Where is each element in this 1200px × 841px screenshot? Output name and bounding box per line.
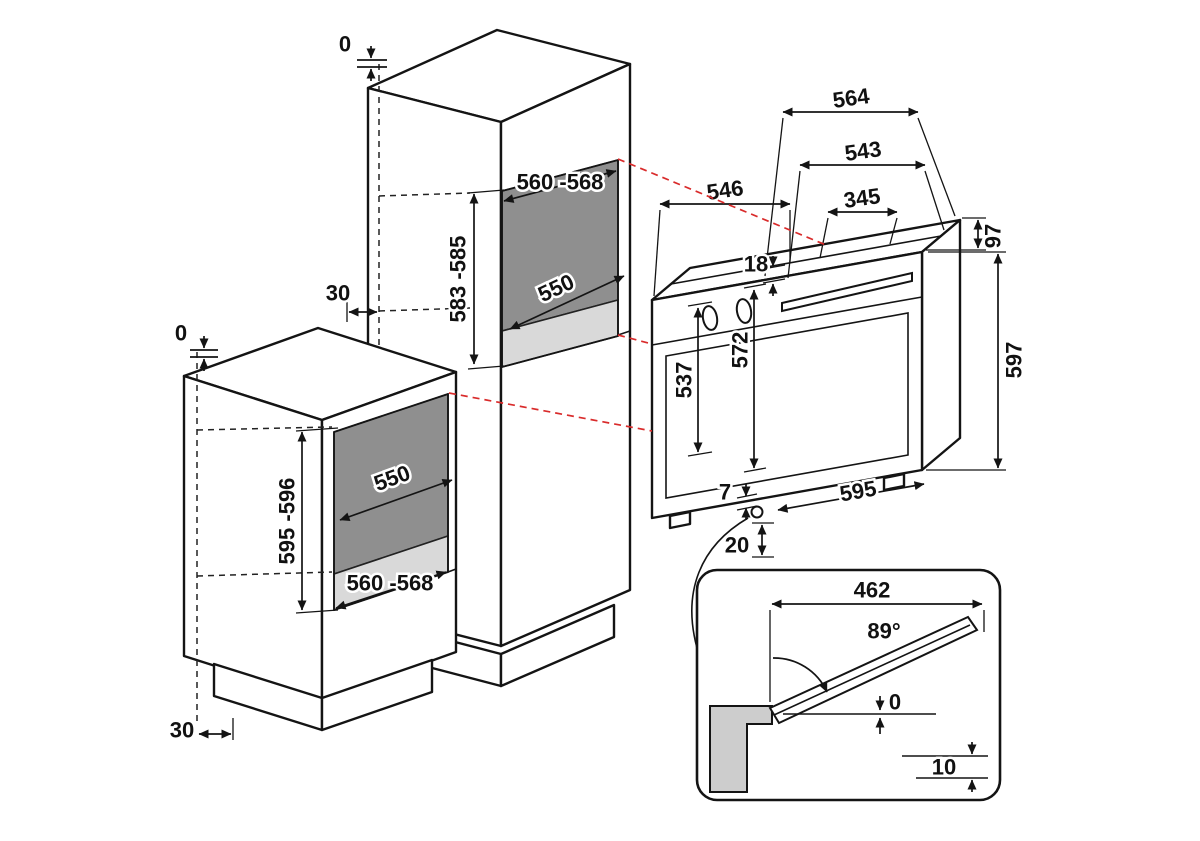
projection-lines bbox=[448, 158, 827, 432]
base-cabinet-plinth-front bbox=[320, 658, 434, 732]
oven-97-label: 97 bbox=[981, 224, 1006, 248]
dim-oven-18: 18 bbox=[741, 249, 786, 296]
dim-oven-97: 97 bbox=[926, 217, 1008, 251]
dim-base-top-offset: 0 bbox=[172, 318, 218, 371]
oven-foot-left bbox=[668, 510, 692, 530]
dim-tall-niche-height: 583 -585 bbox=[443, 189, 505, 370]
tall-niche-width-label: 560 -568 bbox=[517, 170, 604, 195]
base-niche-width-label: 560 -568 bbox=[347, 571, 434, 596]
oven-595-label: 595 bbox=[838, 476, 879, 507]
dim-door-zero-gap: 0 bbox=[783, 687, 936, 734]
base-niche-edge-line bbox=[447, 568, 457, 573]
oven-345-label: 345 bbox=[842, 183, 882, 213]
dim-oven-20: 20 bbox=[722, 522, 774, 560]
oven-door-inner-frame bbox=[665, 312, 909, 499]
dim-base-niche-width: 560 -568 bbox=[335, 568, 447, 610]
red-projection-line-bottom bbox=[448, 392, 653, 432]
base-niche-height-label: 595 -596 bbox=[275, 478, 300, 565]
tall-cabinet-plinth-front bbox=[499, 603, 616, 688]
door-angle-label: 89° bbox=[867, 619, 900, 644]
detail-leader-line bbox=[691, 517, 749, 649]
dim-tall-rear-gap: 30 bbox=[323, 278, 378, 322]
oven-597-label: 597 bbox=[1002, 342, 1027, 379]
dim-door-lower-gap: 10 bbox=[902, 742, 988, 792]
open-door-inner-line bbox=[773, 624, 971, 716]
tall-niche-height-label: 583 -585 bbox=[446, 236, 471, 323]
oven-543-label: 543 bbox=[843, 136, 883, 166]
oven-hinge-point bbox=[750, 505, 764, 519]
dim-oven-564: 564 bbox=[764, 80, 956, 277]
oven-door-handle bbox=[781, 271, 913, 313]
dim-door-projection: 462 bbox=[769, 575, 985, 702]
tall-niche-edge-line bbox=[617, 330, 631, 336]
oven-right-face bbox=[920, 218, 962, 472]
oven-front-face bbox=[650, 250, 924, 520]
dim-base-niche-height: 595 -596 bbox=[272, 427, 339, 614]
red-projection-line-top bbox=[617, 158, 827, 246]
door-zero-gap-label: 0 bbox=[889, 690, 901, 715]
oven-knob-left bbox=[701, 305, 719, 331]
dim-oven-572: 572 bbox=[725, 283, 767, 473]
tall-rear-gap-label: 30 bbox=[326, 281, 350, 306]
oven-564-label: 564 bbox=[831, 83, 872, 113]
oven-top-recess-line bbox=[670, 235, 942, 285]
dim-door-angle: 89° bbox=[772, 616, 903, 693]
dim-oven-537: 537 bbox=[669, 301, 713, 457]
base-cabinet-hidden-lines bbox=[196, 352, 333, 724]
oven-537-label: 537 bbox=[672, 362, 697, 399]
dim-oven-597: 597 bbox=[926, 251, 1029, 471]
oven-drawing: 546 564 543 345 18 bbox=[650, 80, 1029, 560]
oven-572-label: 572 bbox=[728, 332, 753, 369]
door-projection-label: 462 bbox=[854, 578, 891, 603]
oven-7-label: 7 bbox=[719, 480, 731, 505]
tall-top-offset-label: 0 bbox=[339, 32, 351, 57]
dim-base-plinth-recess: 30 bbox=[167, 715, 234, 745]
door-lower-gap-label: 10 bbox=[932, 755, 956, 780]
oven-546-label: 546 bbox=[705, 175, 745, 205]
base-cabinet-drawing: 0 550 595 -596 560 -568 30 bbox=[167, 318, 458, 745]
base-top-offset-label: 0 bbox=[175, 321, 187, 346]
oven-18-label: 18 bbox=[744, 252, 768, 277]
dim-tall-niche-width: 560 -568 bbox=[503, 167, 617, 203]
dim-oven-7: 7 bbox=[716, 477, 758, 520]
base-plinth-recess-label: 30 bbox=[170, 718, 194, 743]
oven-20-label: 20 bbox=[725, 533, 749, 558]
door-detail-inset: 462 89° 0 10 bbox=[695, 568, 1002, 802]
dim-tall-top-offset: 0 bbox=[336, 29, 387, 81]
red-projection-line-middle bbox=[617, 334, 653, 345]
